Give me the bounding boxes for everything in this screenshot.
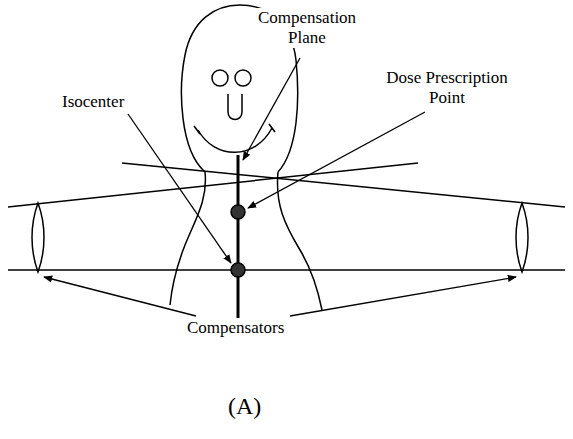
neck-outline — [170, 172, 205, 305]
leader-line — [243, 58, 300, 160]
callout-label: Dose Prescription Point — [365, 68, 529, 108]
compensator-lens — [32, 203, 44, 272]
mouth — [198, 128, 272, 152]
eye — [212, 70, 228, 86]
callout-label: Compensation Plane — [250, 8, 364, 48]
compensation-plane — [237, 155, 240, 322]
leader-line — [128, 114, 231, 263]
leader-line — [248, 112, 425, 208]
neck-outline — [277, 172, 322, 310]
callout-label: Isocenter — [60, 92, 126, 112]
isocenter-point — [231, 263, 245, 277]
beam-edge — [8, 163, 418, 207]
compensator-lens — [516, 203, 528, 272]
dose-point — [231, 205, 245, 219]
eye — [235, 70, 251, 86]
panel-label: (A) — [226, 392, 263, 420]
nose — [228, 94, 242, 120]
beam-axis — [8, 269, 565, 271]
callout-label: Compensators — [185, 318, 286, 338]
leader-line — [44, 277, 196, 316]
leader-line — [290, 277, 516, 316]
